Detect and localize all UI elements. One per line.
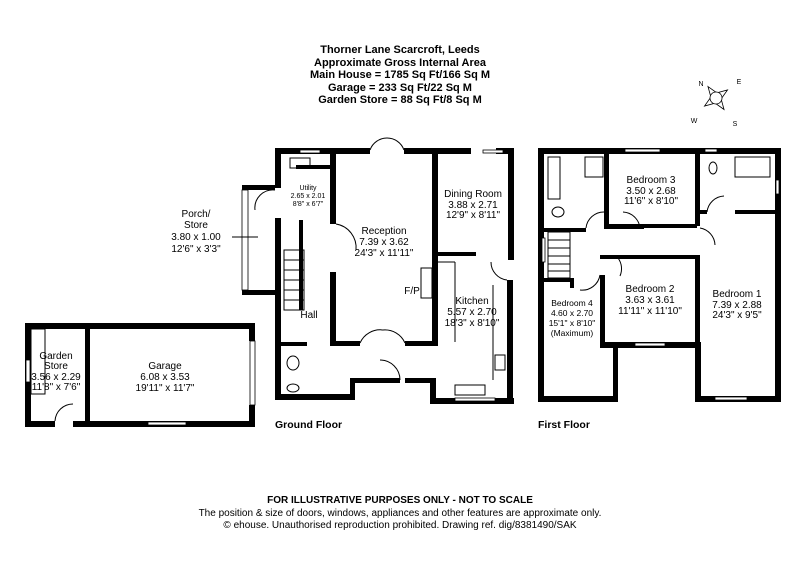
svg-text:Store: Store <box>44 361 68 372</box>
garden-store-area: Garden Store = 88 Sq Ft/8 Sq M <box>318 94 482 106</box>
svg-text:E: E <box>737 79 742 86</box>
svg-text:15'1" x 8'10": 15'1" x 8'10" <box>549 318 596 328</box>
svg-text:Reception: Reception <box>361 226 406 237</box>
svg-text:Garage: Garage <box>148 361 182 372</box>
disclaimer: FOR ILLUSTRATIVE PURPOSES ONLY - NOT TO … <box>267 495 533 506</box>
svg-text:3.50 x 2.68: 3.50 x 2.68 <box>626 186 676 197</box>
plan-footer: FOR ILLUSTRATIVE PURPOSES ONLY - NOT TO … <box>0 495 800 533</box>
room-kitchen: Kitchen 5.57 x 2.70 18'3" x 8'10" <box>445 296 500 329</box>
svg-text:11'6" x 8'10": 11'6" x 8'10" <box>624 196 679 207</box>
svg-text:11'11" x 11'10": 11'11" x 11'10" <box>618 306 682 317</box>
room-bedroom-1: Bedroom 1 7.39 x 2.88 24'3" x 9'5" <box>712 289 762 321</box>
room-dining: Dining Room 3.88 x 2.71 12'9" x 8'11" <box>444 189 502 221</box>
room-bedroom-2: Bedroom 2 3.63 x 3.61 11'11" x 11'10" <box>618 284 682 317</box>
features-note: The position & size of doors, windows, a… <box>198 507 602 519</box>
first-floor-walls <box>538 148 781 402</box>
svg-text:19'11" x 11'7": 19'11" x 11'7" <box>136 383 195 394</box>
svg-text:7.39 x 3.62: 7.39 x 3.62 <box>359 237 409 248</box>
svg-text:3.88 x 2.71: 3.88 x 2.71 <box>448 200 498 211</box>
svg-text:2.65 x 2.01: 2.65 x 2.01 <box>291 193 326 200</box>
room-bedroom-4: Bedroom 4 4.60 x 2.70 15'1" x 8'10" (Max… <box>549 298 596 338</box>
svg-text:6.08 x 3.53: 6.08 x 3.53 <box>140 372 190 383</box>
svg-text:Bedroom 3: Bedroom 3 <box>627 175 676 186</box>
svg-text:W: W <box>691 118 698 125</box>
compass-icon: N E S W <box>691 79 742 128</box>
svg-text:Garden: Garden <box>39 351 72 362</box>
svg-text:Kitchen: Kitchen <box>455 296 488 307</box>
room-reception: Reception 7.39 x 3.62 24'3" x 11'11" <box>355 226 414 259</box>
room-bedroom-3: Bedroom 3 3.50 x 2.68 11'6" x 8'10" <box>624 175 679 207</box>
svg-text:S: S <box>733 121 738 128</box>
room-porch: Porch/ Store 3.80 x 1.00 12'6" x 3'3" <box>171 209 258 255</box>
svg-text:5.57 x 2.70: 5.57 x 2.70 <box>447 307 497 318</box>
svg-text:3.80 x 1.00: 3.80 x 1.00 <box>171 232 221 243</box>
svg-text:12'6" x 3'3": 12'6" x 3'3" <box>171 244 221 255</box>
room-garden-store: Garden Store 3.56 x 2.29 11'8" x 7'6" <box>31 351 81 393</box>
garage-area: Garage = 233 Sq Ft/22 Sq M <box>328 81 472 94</box>
svg-text:3.56 x 2.29: 3.56 x 2.29 <box>31 372 81 383</box>
svg-text:12'9" x 8'11": 12'9" x 8'11" <box>446 210 501 221</box>
svg-text:11'8" x 7'6": 11'8" x 7'6" <box>32 382 81 393</box>
first-floor-label: First Floor <box>538 419 590 431</box>
svg-text:Bedroom 1: Bedroom 1 <box>713 289 762 300</box>
svg-text:Store: Store <box>184 220 208 231</box>
fireplace-label: F/P <box>404 286 420 297</box>
svg-text:4.60 x 2.70: 4.60 x 2.70 <box>551 308 593 318</box>
area-title: Approximate Gross Internal Area <box>314 56 486 69</box>
main-house-area: Main House = 1785 Sq Ft/166 Sq M <box>309 69 491 81</box>
svg-text:18'3" x 8'10": 18'3" x 8'10" <box>445 318 500 329</box>
ground-floor-label: Ground Floor <box>275 419 342 431</box>
svg-text:Utility: Utility <box>299 185 317 192</box>
plan-header: Thorner Lane Scarcroft, Leeds Approximat… <box>0 44 800 107</box>
room-utility: Utility 2.65 x 2.01 8'8" x 6'7" <box>291 185 326 208</box>
svg-text:3.63 x 3.61: 3.63 x 3.61 <box>625 295 675 306</box>
svg-text:24'3" x 11'11": 24'3" x 11'11" <box>355 248 414 259</box>
copyright: © ehouse. Unauthorised reproduction proh… <box>223 520 577 531</box>
outbuilding-walls <box>25 323 256 427</box>
room-garage: Garage 6.08 x 3.53 19'11" x 11'7" <box>136 361 195 394</box>
svg-text:24'3" x 9'5": 24'3" x 9'5" <box>712 310 762 321</box>
svg-text:7.39 x 2.88: 7.39 x 2.88 <box>712 300 762 311</box>
svg-text:Bedroom 2: Bedroom 2 <box>626 284 675 295</box>
room-hall: Hall <box>300 310 317 321</box>
svg-text:Dining Room: Dining Room <box>444 189 502 200</box>
svg-text:8'8" x 6'7": 8'8" x 6'7" <box>293 201 324 208</box>
ground-floor-walls <box>241 137 514 404</box>
svg-text:Bedroom 4: Bedroom 4 <box>551 298 593 308</box>
svg-text:(Maximum): (Maximum) <box>551 328 594 338</box>
svg-text:Porch/: Porch/ <box>182 209 211 220</box>
address-title: Thorner Lane Scarcroft, Leeds <box>320 44 480 56</box>
svg-text:N: N <box>698 81 703 88</box>
